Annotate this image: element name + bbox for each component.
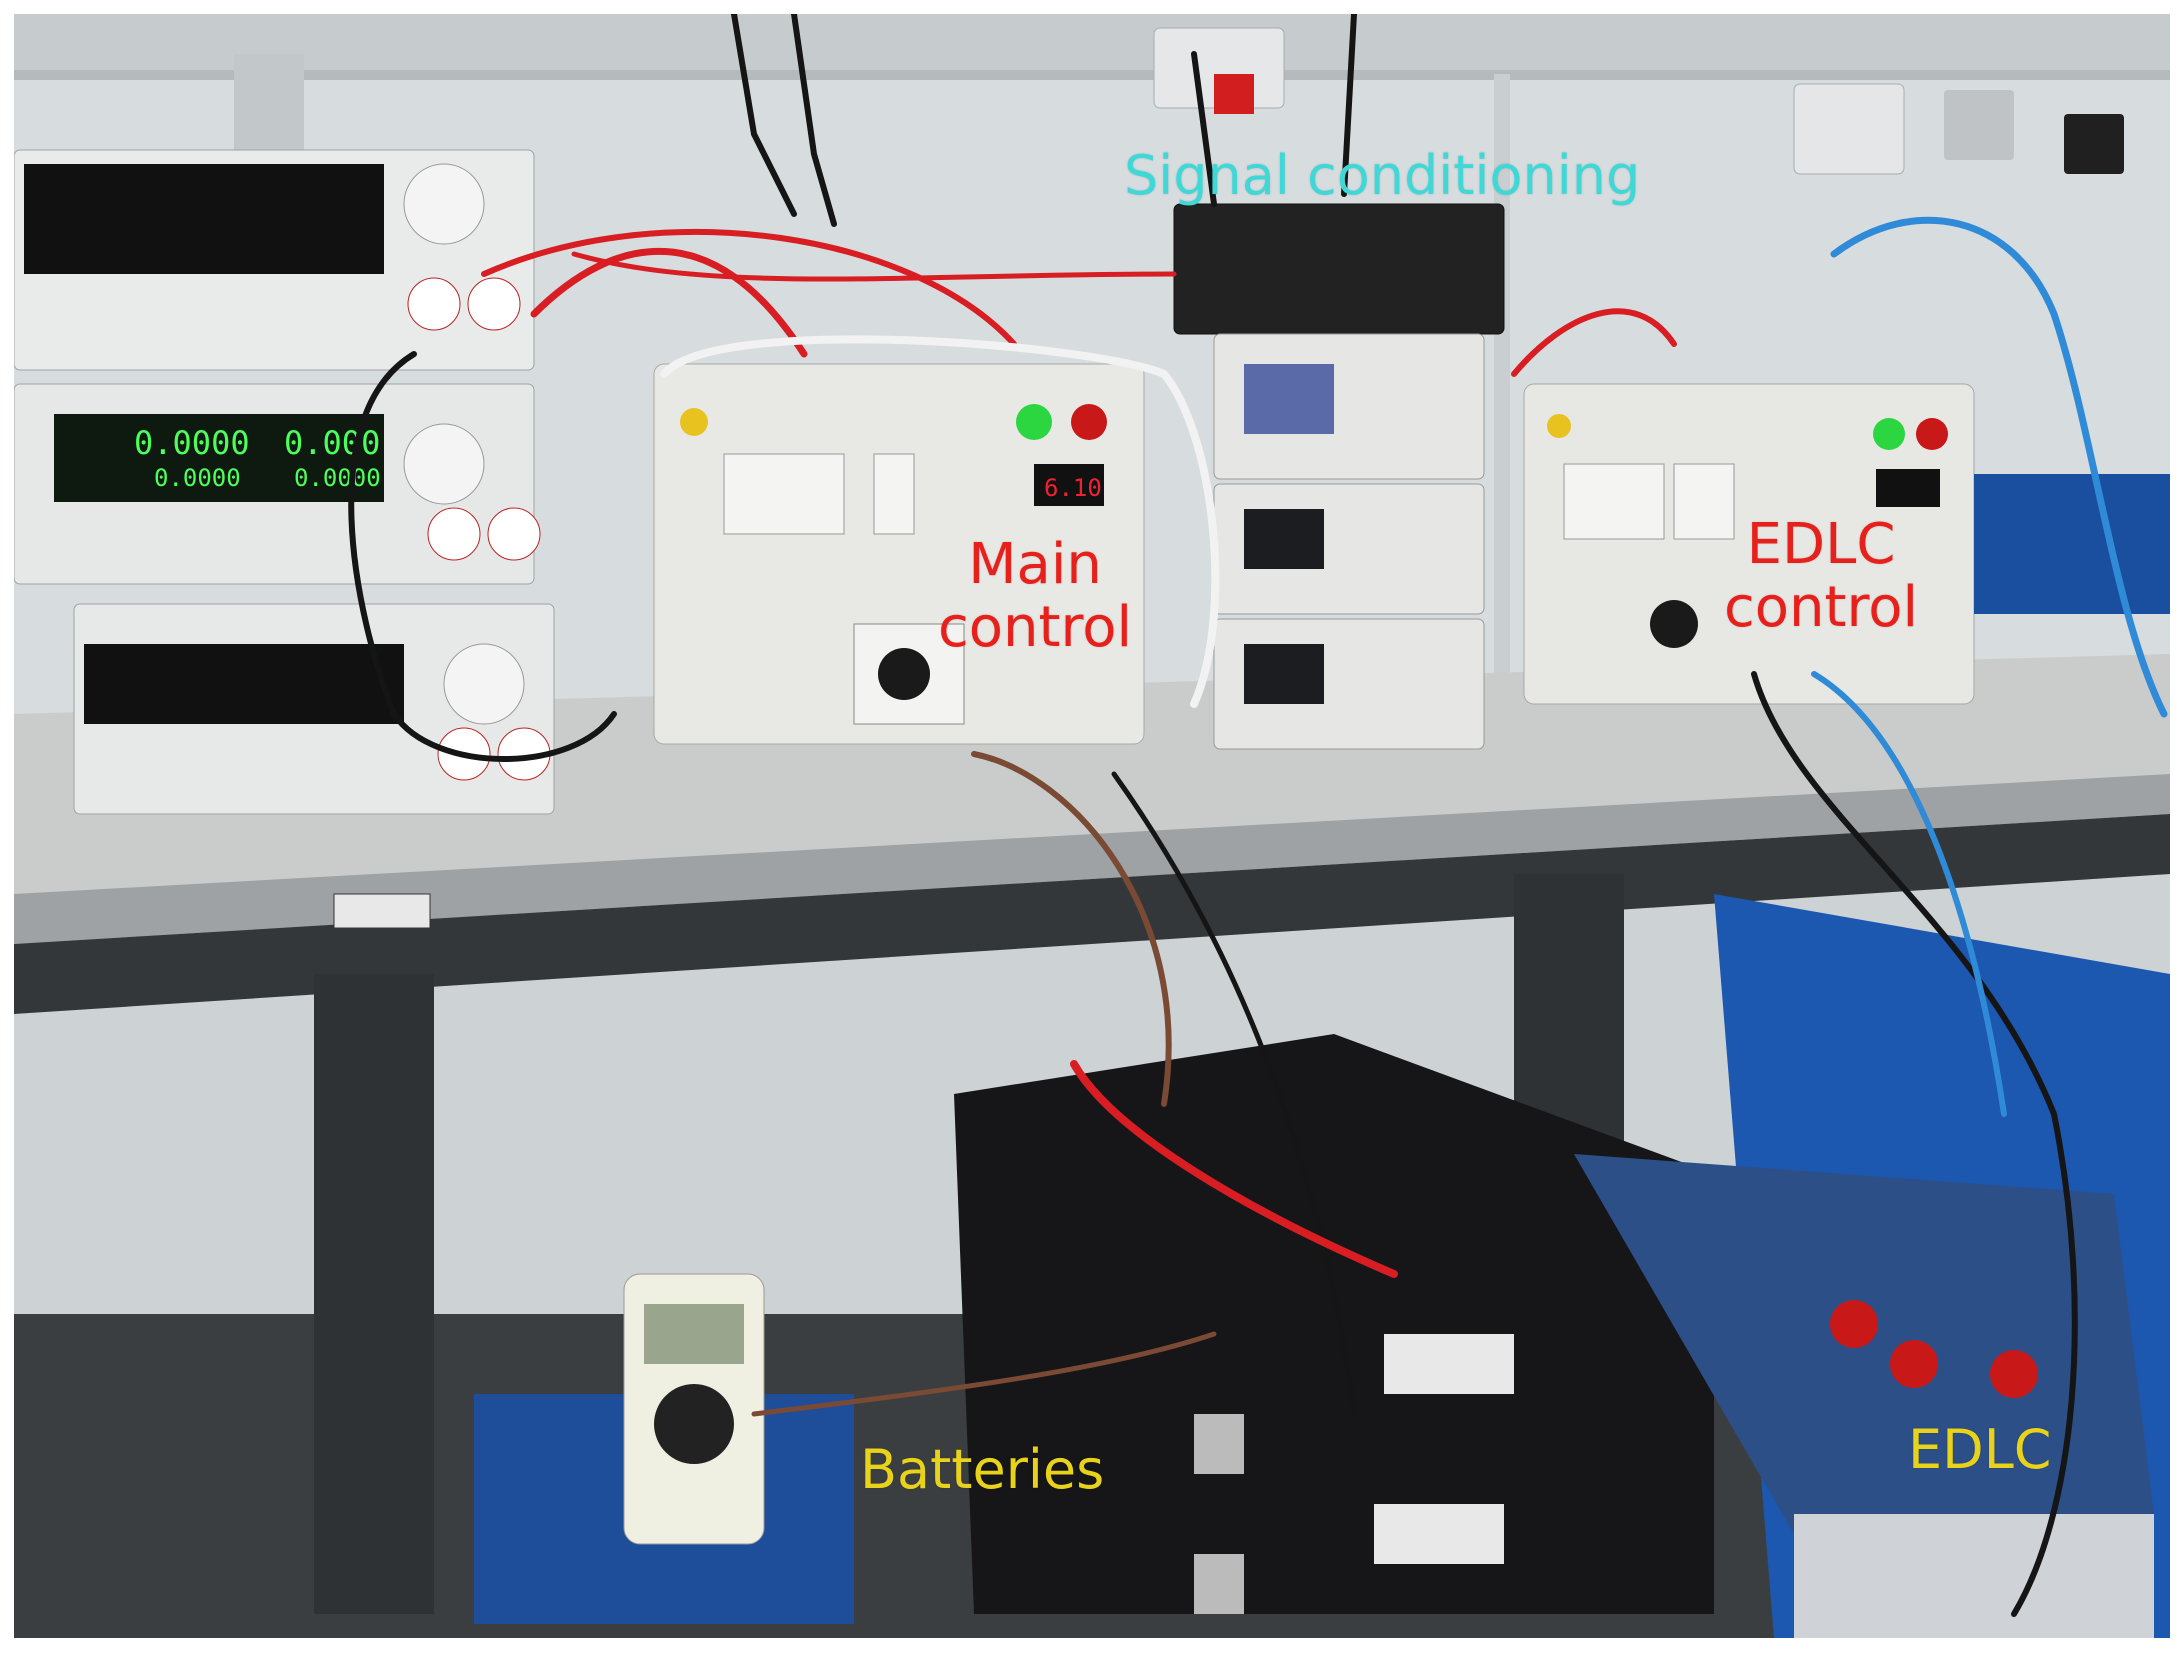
bench-leg [314, 974, 434, 1614]
edlc-control-enclosure [1523, 383, 1975, 705]
signal-conditioning-stack [1173, 203, 1505, 750]
edlc-control-label: EDLC control [1724, 512, 1919, 640]
multimeter [623, 1273, 765, 1545]
asset-tag [333, 893, 431, 929]
load-display-top-left: 0.0000 [134, 424, 250, 462]
load-display-top-right: 0.000 [284, 424, 380, 462]
battery-stack [954, 1034, 1714, 1614]
wall-outlet [1793, 83, 1905, 175]
load-display-bottom-right: 0.0000 [294, 464, 381, 492]
main-control-meter-reading: 6.10 [1044, 474, 1102, 502]
wall-outlet [1944, 90, 2014, 160]
wiring [348, 14, 2168, 1617]
load-display-bottom-left: 0.0000 [154, 464, 241, 492]
signal-conditioning-label: Signal conditioning [1124, 144, 1641, 207]
lab-photo: 0.0000 0.000 0.0000 0.0000 6.10 [14, 14, 2170, 1638]
wall-rail [14, 14, 2170, 74]
blue-unit [1974, 474, 2170, 614]
emergency-switch [1214, 74, 1254, 114]
main-control-enclosure [653, 363, 1145, 745]
edlc-label: EDLC [1908, 1418, 2052, 1481]
lab-bench-scene: 0.0000 0.000 0.0000 0.0000 6.10 [14, 14, 2170, 1638]
power-adapter [2064, 114, 2124, 174]
edlc-module [1574, 894, 2170, 1638]
batteries-label: Batteries [860, 1438, 1105, 1501]
electronic-load-stack [14, 149, 555, 815]
main-control-label: Main control [938, 532, 1133, 660]
